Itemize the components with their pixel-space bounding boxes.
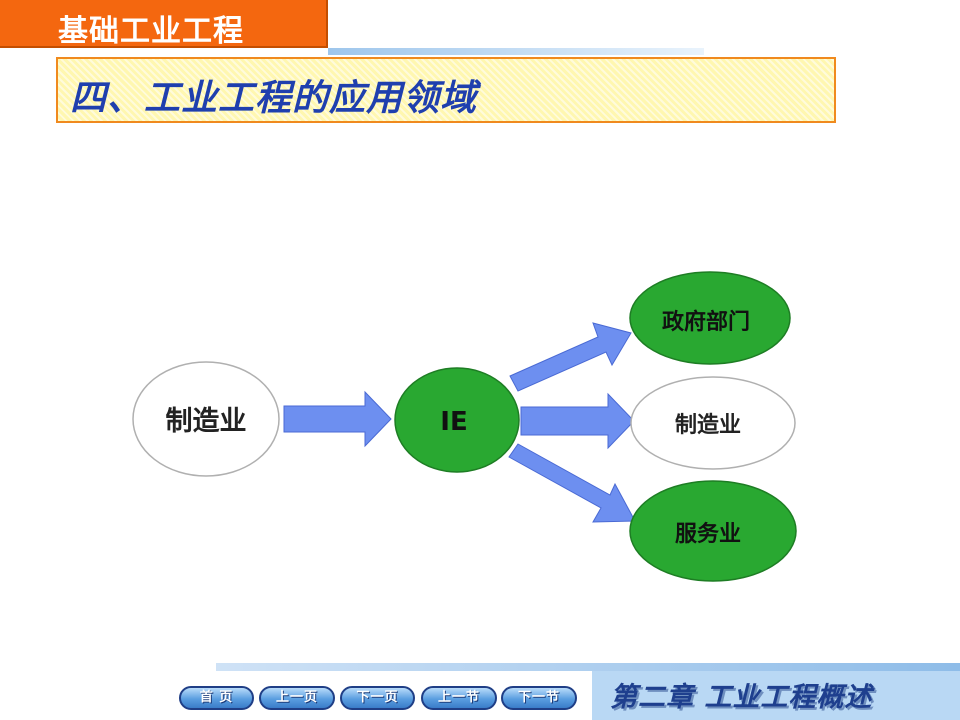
slide-title-box: 四、工业工程的应用领域 bbox=[56, 57, 836, 123]
course-title-tab: 基础工业工程 bbox=[0, 0, 328, 49]
arrow-ie-to-service bbox=[508, 443, 636, 523]
target-node-service-label: 服务业 bbox=[675, 522, 741, 547]
next-section-button[interactable]: 下一节 bbox=[501, 686, 577, 710]
target-node-manufacturing bbox=[630, 376, 796, 470]
hub-node bbox=[394, 367, 520, 473]
chapter-label: 第二章 工业工程概述 bbox=[610, 682, 873, 713]
footer-divider-strip bbox=[216, 663, 960, 671]
target-node-government-label: 政府部门 bbox=[662, 309, 750, 335]
arrow-ie-to-manufacturing bbox=[520, 392, 635, 450]
previous-section-button[interactable]: 上一节 bbox=[421, 686, 497, 710]
arrow-ie-to-government bbox=[509, 322, 632, 392]
source-node bbox=[132, 361, 280, 477]
header-divider-strip bbox=[328, 48, 704, 55]
target-node-service bbox=[629, 480, 797, 582]
home-button[interactable]: 首 页 bbox=[179, 686, 254, 710]
previous-page-button[interactable]: 上一页 bbox=[259, 686, 335, 710]
chapter-label-box: 第二章 工业工程概述 bbox=[592, 671, 960, 720]
hub-node-label: IE bbox=[440, 407, 467, 437]
target-node-manufacturing-label: 制造业 bbox=[675, 413, 741, 438]
slide-title: 四、工业工程的应用领域 bbox=[70, 78, 478, 119]
target-node-government bbox=[629, 271, 791, 365]
source-node-label: 制造业 bbox=[166, 406, 247, 437]
arrow-source-to-ie bbox=[283, 390, 392, 448]
next-page-button[interactable]: 下一页 bbox=[340, 686, 415, 710]
course-title: 基础工业工程 bbox=[58, 14, 244, 49]
